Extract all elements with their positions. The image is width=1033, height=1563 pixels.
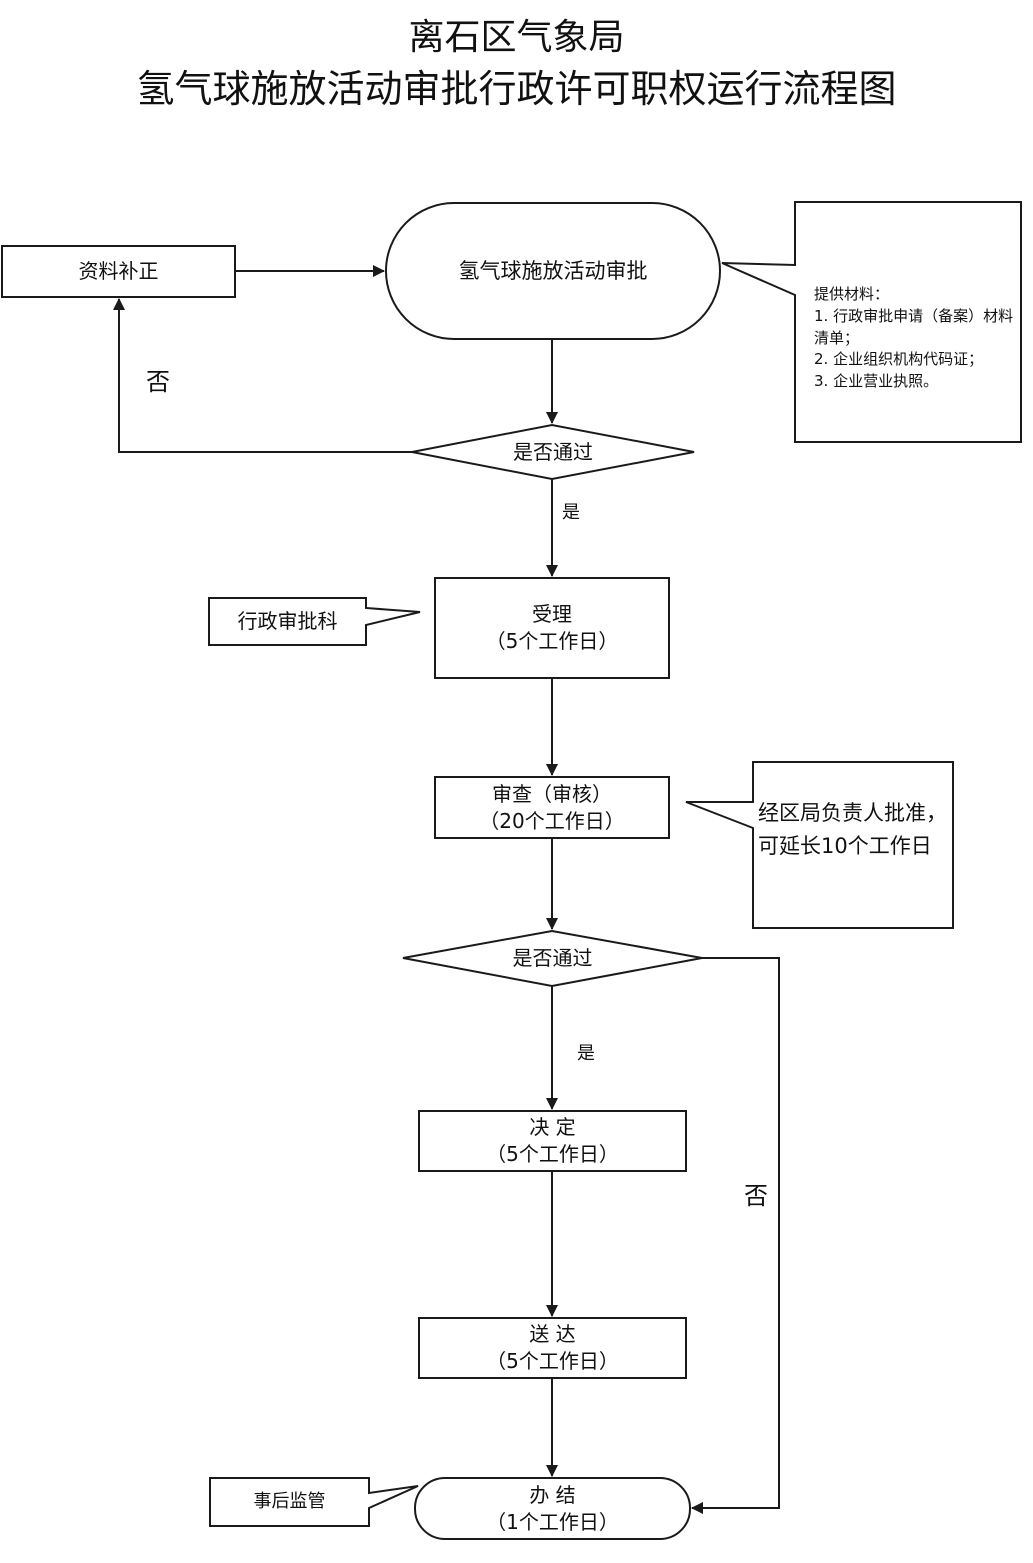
finish-node-title: 办 结 — [529, 1482, 576, 1507]
department-callout-label: 行政审批科 — [237, 609, 338, 633]
decide-box-title: 决 定 — [529, 1115, 576, 1139]
deliver-box-shape — [418, 1317, 687, 1379]
materials-callout: 提供材料： 1. 行政审批申请（备案）材料清单； 2. 企业组织机构代码证； 3… — [814, 284, 1018, 393]
accept-box-title: 受理 — [532, 602, 572, 626]
deliver-box-title: 送 达 — [529, 1322, 576, 1346]
extension-callout-text: 经区局负责人批准，可延长10个工作日 — [758, 801, 947, 858]
accept-box-shape — [434, 577, 670, 679]
arrow-decision2-no-to-finish — [691, 957, 780, 1514]
extension-callout: 经区局负责人批准，可延长10个工作日 — [758, 797, 948, 862]
supplement-box: 资料补正 — [2, 246, 235, 297]
page-title: 离石区气象局 — [408, 17, 625, 58]
extension-callout-shape — [685, 761, 954, 929]
deliver-box: 送 达 （5个工作日） — [419, 1318, 686, 1378]
materials-item-1: 1. 行政审批申请（备案）材料清单； — [814, 306, 1014, 347]
supervision-callout: 事后监管 — [210, 1478, 369, 1526]
finish-node-shape — [414, 1477, 691, 1540]
supervision-callout-label: 事后监管 — [253, 1490, 326, 1512]
decide-box: 决 定 （5个工作日） — [419, 1111, 686, 1171]
arrow-decision1-no-to-supplement — [113, 298, 412, 453]
finish-node: 办 结 （1个工作日） — [415, 1478, 690, 1539]
decide-box-duration: （5个工作日） — [486, 1142, 619, 1166]
review-box-shape — [434, 776, 670, 839]
edge-label-yes-2: 是 — [577, 1043, 595, 1064]
review-box-duration: （20个工作日） — [479, 808, 625, 833]
edge-label-no-2: 否 — [744, 1182, 768, 1210]
decision1: 是否通过 — [412, 425, 694, 479]
materials-item-3: 3. 企业营业执照。 — [814, 372, 939, 390]
department-callout-shape — [208, 597, 421, 646]
decision2: 是否通过 — [403, 931, 702, 986]
deliver-box-duration: （5个工作日） — [486, 1349, 619, 1373]
materials-callout-shape — [721, 201, 1022, 443]
department-callout: 行政审批科 — [209, 598, 366, 645]
page-subtitle: 氢气球施放活动审批行政许可职权运行流程图 — [136, 67, 897, 111]
finish-node-duration: （1个工作日） — [486, 1509, 619, 1534]
edge-label-yes-1: 是 — [562, 502, 580, 523]
decision1-label: 是否通过 — [513, 439, 593, 464]
review-box-title: 审查（审核） — [492, 781, 612, 806]
start-node-label: 氢气球施放活动审批 — [458, 258, 648, 283]
start-node: 氢气球施放活动审批 — [386, 203, 720, 339]
supplement-box-label: 资料补正 — [78, 259, 159, 283]
accept-box-duration: （5个工作日） — [485, 629, 619, 653]
decision2-label: 是否通过 — [512, 946, 593, 970]
materials-item-2: 2. 企业组织机构代码证； — [814, 350, 984, 369]
decision1-shape — [411, 423, 695, 481]
review-box: 审查（审核） （20个工作日） — [435, 777, 669, 838]
materials-heading: 提供材料： — [814, 285, 890, 303]
accept-box: 受理 （5个工作日） — [435, 578, 669, 678]
supervision-callout-shape — [209, 1477, 419, 1527]
edge-label-no-1: 否 — [146, 368, 170, 396]
